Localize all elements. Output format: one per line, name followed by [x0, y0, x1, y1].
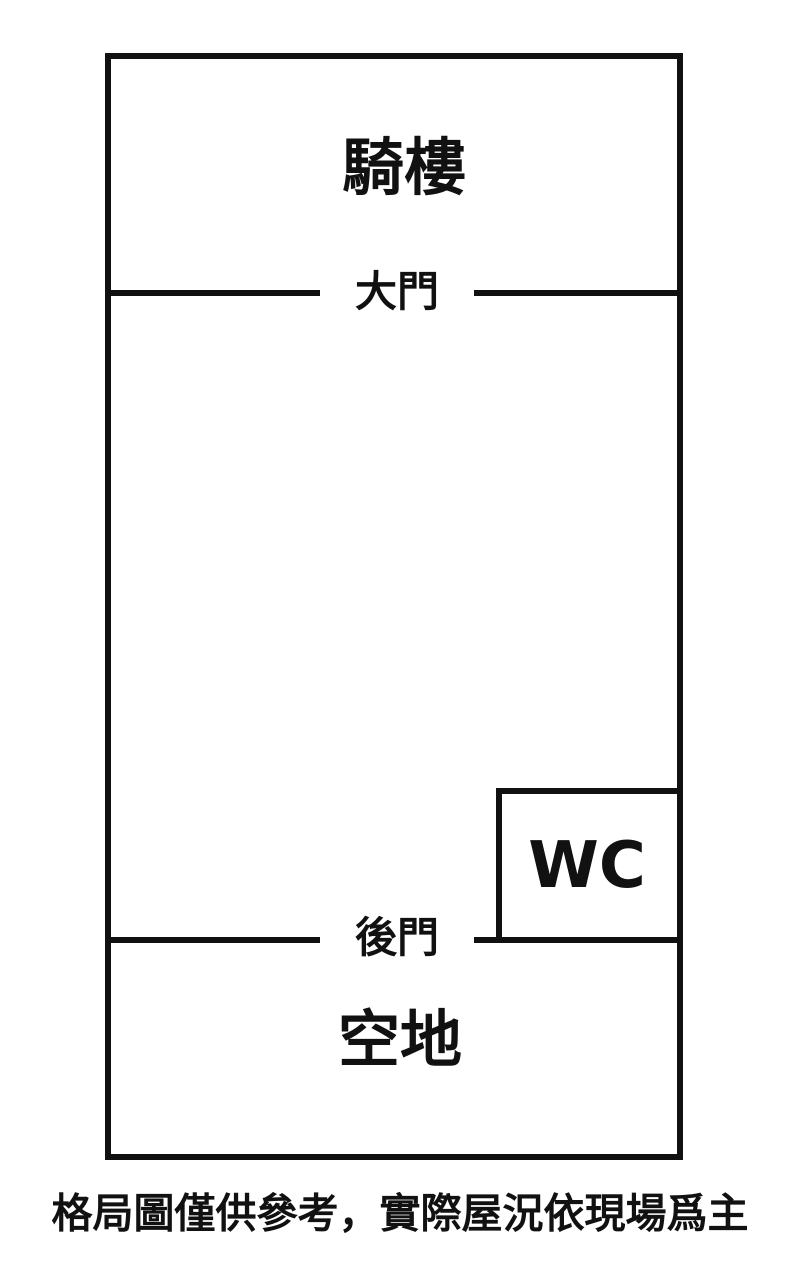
- outer-wall: [105, 53, 683, 1160]
- wc-label: WC: [528, 829, 646, 903]
- open-space-label: 空地: [337, 1003, 463, 1076]
- footer-note: 格局圖僅供參考，實際屋況依現場爲主: [51, 1189, 749, 1238]
- arcade-label: 騎樓: [341, 131, 467, 204]
- back-door-label: 後門: [354, 913, 440, 962]
- wc-wall: [496, 788, 680, 940]
- front-door-label: 大門: [354, 267, 440, 316]
